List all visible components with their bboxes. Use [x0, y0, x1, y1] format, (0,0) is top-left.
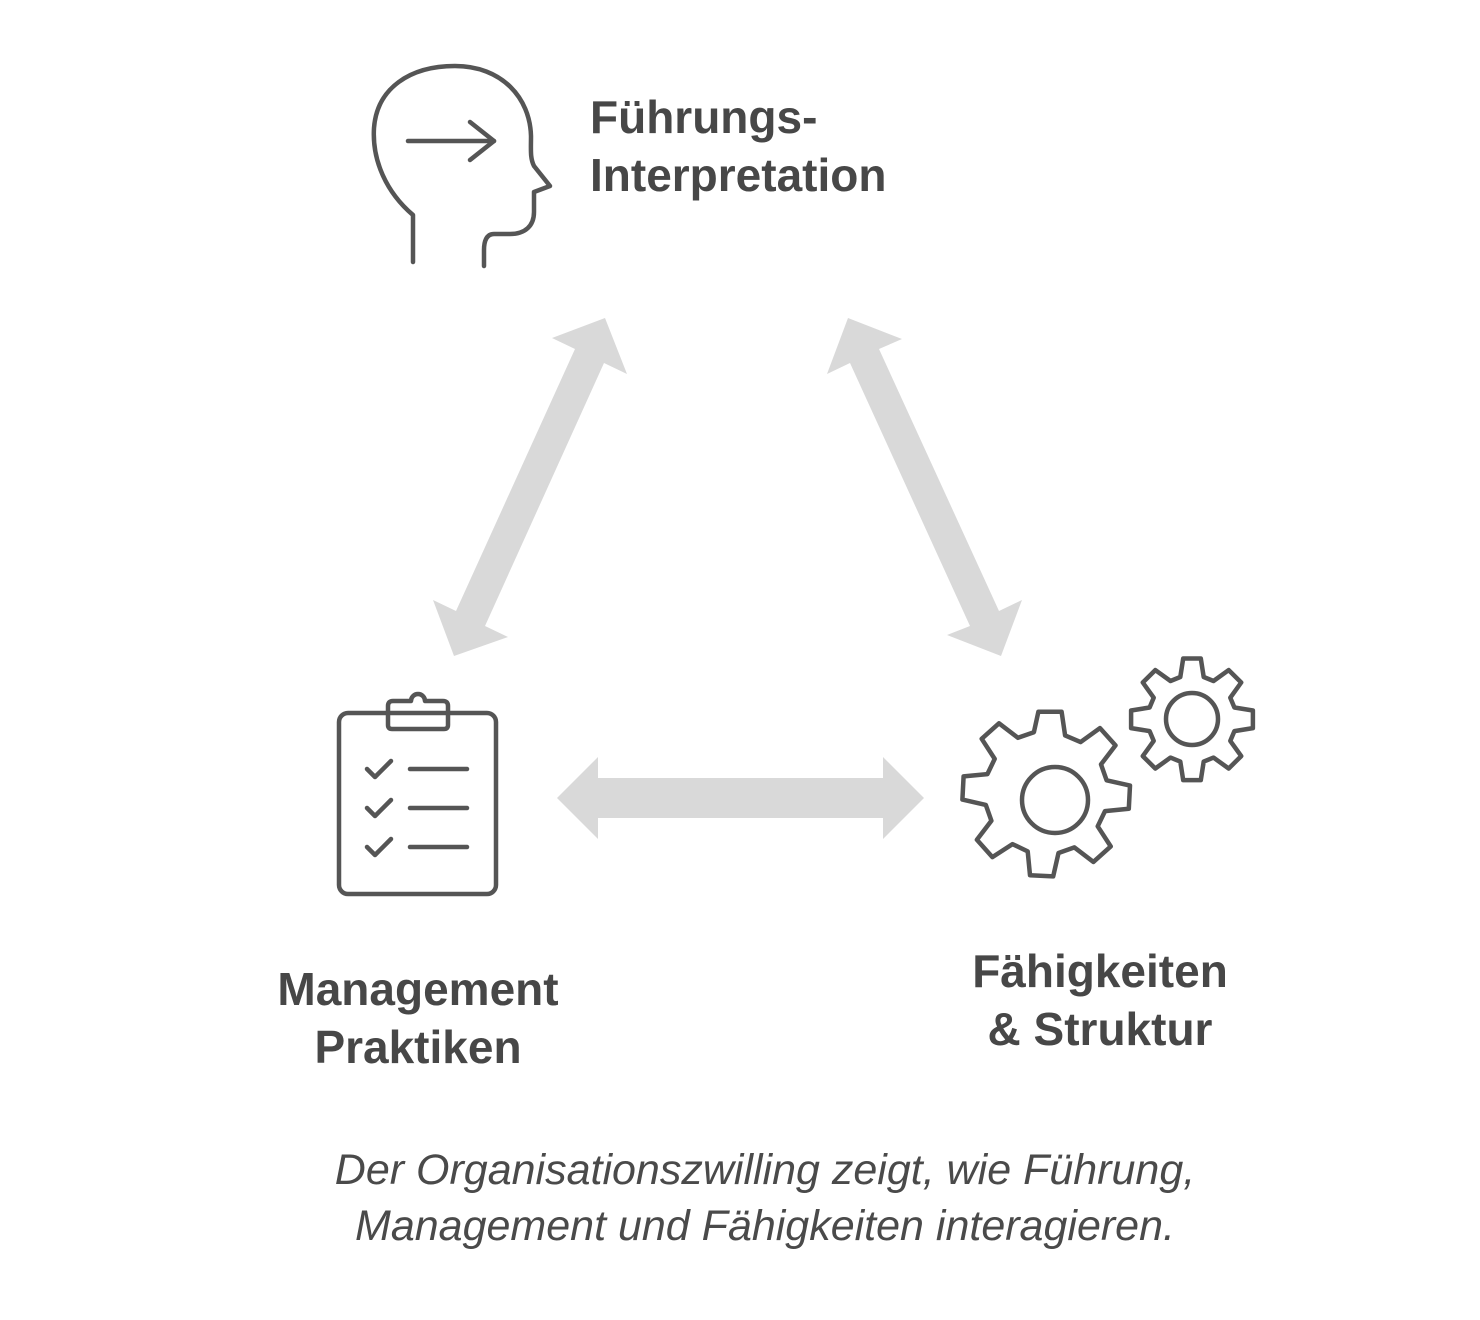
label-management-line1: Management: [277, 963, 559, 1015]
arrow-leadership-management: [433, 318, 627, 656]
label-leadership-line2: Interpretation: [590, 149, 887, 201]
head-arrow-icon: [371, 63, 553, 269]
label-leadership-line1: Führungs-: [590, 91, 818, 143]
caption-line1: Der Organisationszwilling zeigt, wie Füh…: [334, 1146, 1196, 1194]
large-gear-icon: [960, 709, 1133, 879]
caption-line2: Management und Fähigkeiten interagieren.: [355, 1202, 1175, 1250]
label-management-practices: Management Praktiken: [258, 960, 578, 1076]
clipboard-checklist-icon: [336, 691, 499, 897]
diagram-caption: Der Organisationszwilling zeigt, wie Füh…: [240, 1142, 1290, 1254]
arrow-management-capabilities: [557, 757, 924, 839]
label-capabilities-structure: Fähigkeiten & Struktur: [950, 942, 1250, 1058]
gears-icon: [960, 656, 1256, 879]
label-capabilities-line1: Fähigkeiten: [972, 945, 1228, 997]
label-capabilities-line2: & Struktur: [987, 1003, 1213, 1055]
label-management-line2: Praktiken: [314, 1021, 522, 1073]
arrows: [433, 318, 1022, 839]
small-gear-icon: [1128, 656, 1256, 783]
label-leadership-interpretation: Führungs- Interpretation: [590, 88, 886, 204]
arrow-leadership-capabilities: [827, 318, 1022, 656]
